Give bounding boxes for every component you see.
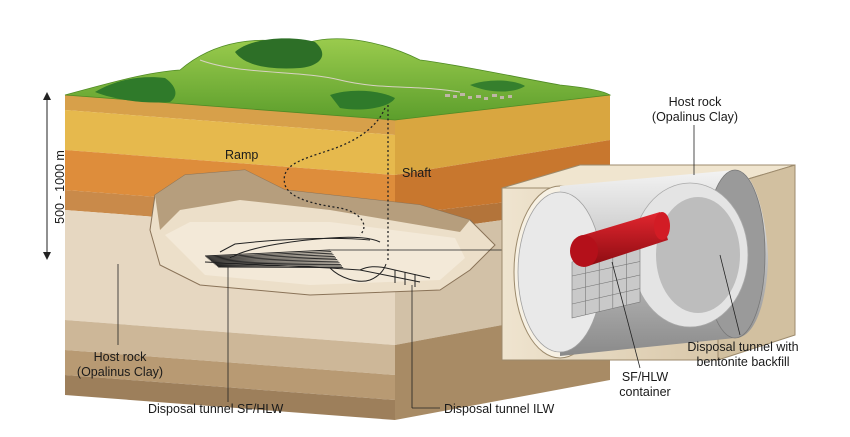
container-label: SF/HLW container <box>605 370 685 400</box>
bentonite-grid-line <box>571 288 641 305</box>
leader-backfill <box>719 254 741 336</box>
forest-left <box>95 77 176 103</box>
host-rock-left-line1: Host rock <box>93 350 147 364</box>
host-rock-left-line2: (Opalinus Clay) <box>76 365 164 379</box>
host-rock-right-label: Host rock (Opalinus Clay) <box>635 95 755 125</box>
layer-soil <box>65 95 395 135</box>
sf-tunnel-line <box>213 260 339 264</box>
sf-tunnel-line <box>218 266 344 269</box>
side-yellow <box>395 95 610 175</box>
forest-right <box>470 80 525 92</box>
sf-tunnel-line <box>206 251 332 258</box>
sf-tunnel-line <box>212 259 338 263</box>
forest-top <box>235 38 323 69</box>
sf-tunnel-line <box>209 255 335 261</box>
sf-tunnel-line <box>210 257 337 262</box>
sfhlw-container-end <box>570 235 598 267</box>
layer-lower-1 <box>65 320 395 375</box>
depth-arrow-top <box>43 92 51 100</box>
sfhlw-container <box>580 212 668 266</box>
bentonite-grid-line <box>571 261 641 277</box>
host-rock-left-label: Host rock (Opalinus Clay) <box>60 350 180 380</box>
sf-tunnel-line <box>204 249 331 257</box>
backfill-line1: Disposal tunnel with <box>687 340 799 354</box>
depth-label: 500 - 1000 m <box>53 150 67 224</box>
sf-tunnel-line <box>215 263 341 266</box>
leader-container <box>611 261 641 369</box>
sf-tunnel-line <box>208 254 334 260</box>
host-rock-right-line1: Host rock <box>668 95 722 109</box>
ramp-label: Ramp <box>225 148 259 162</box>
bentonite-grid-line <box>571 274 641 291</box>
layer-yellow <box>65 110 395 175</box>
village <box>445 93 512 100</box>
backfill-line2: bentonite backfill <box>696 355 790 369</box>
sf-tunnel-array <box>204 249 344 269</box>
forest-mid <box>330 90 395 110</box>
bentonite-ring-inner <box>656 197 740 313</box>
layer-lower-2 <box>65 350 395 400</box>
sfhlw-container-cap <box>654 212 670 240</box>
cavern-back-wall <box>155 170 470 232</box>
tunnel-sf-label: Disposal tunnel SF/HLW <box>148 402 284 416</box>
container-line1: SF/HLW <box>621 370 669 384</box>
roads <box>199 59 461 93</box>
sf-tunnel-line <box>207 252 333 259</box>
depth-arrow-bottom <box>43 252 51 260</box>
shaft-label: Shaft <box>402 166 432 180</box>
tunnel-ilw-label: Disposal tunnel ILW <box>444 402 555 416</box>
container-line2: container <box>619 385 671 399</box>
backfill-label: Disposal tunnel with bentonite backfill <box>668 340 818 370</box>
layer-lower-3 <box>65 375 395 420</box>
sf-tunnel-line <box>214 262 340 265</box>
host-rock-right-line2: (Opalinus Clay) <box>651 110 739 124</box>
tunnel-inset <box>501 125 796 369</box>
